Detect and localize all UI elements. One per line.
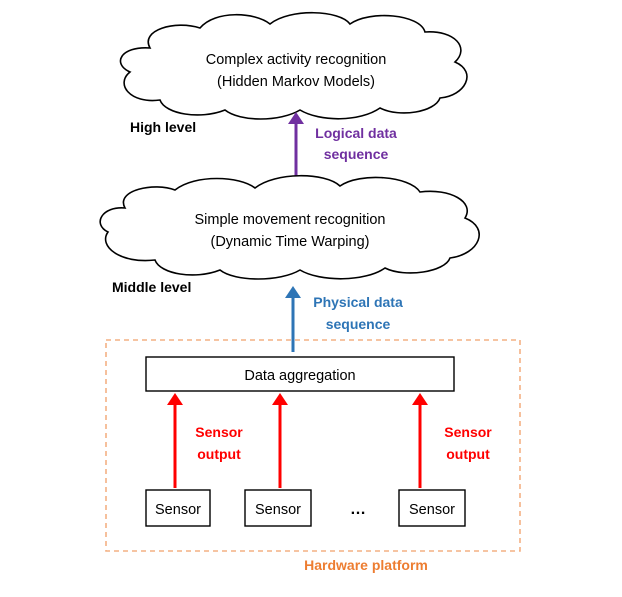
sensor-box-2 xyxy=(244,489,312,527)
logical-arrow-line1: Logical data xyxy=(315,125,397,141)
sensor-output-right-line2: output xyxy=(446,446,490,462)
physical-arrow-line2: sequence xyxy=(326,316,391,332)
hardware-platform-boundary xyxy=(105,339,521,552)
data-aggregation-label: Data aggregation xyxy=(244,368,355,384)
sensor-box-3-label: Sensor xyxy=(409,502,455,518)
middle-level-label: Middle level xyxy=(112,279,191,295)
sensor-output-right-line1: Sensor xyxy=(444,424,492,440)
sensor-output-left-line2: output xyxy=(197,446,241,462)
high-level-cloud-line1: Complex activity recognition xyxy=(206,52,387,68)
high-level-cloud-line2: (Hidden Markov Models) xyxy=(217,74,375,90)
data-aggregation-box xyxy=(145,356,455,392)
hardware-platform-label: Hardware platform xyxy=(304,557,428,573)
high-level-label: High level xyxy=(130,119,196,135)
high-level-cloud xyxy=(119,11,468,120)
middle-level-cloud xyxy=(99,174,480,280)
physical-arrowhead xyxy=(285,286,301,298)
middle-level-cloud-line1: Simple movement recognition xyxy=(194,212,385,228)
sensor-box-2-label: Sensor xyxy=(255,502,301,518)
sensor-output-left-line1: Sensor xyxy=(195,424,243,440)
sensor-arrowhead-1 xyxy=(167,393,183,405)
sensor-box-1 xyxy=(145,489,211,527)
logical-arrowhead xyxy=(288,112,304,124)
logical-arrow-line2: sequence xyxy=(324,146,389,162)
sensor-ellipsis: … xyxy=(350,501,366,518)
physical-arrow-line1: Physical data xyxy=(313,294,403,310)
middle-level-cloud-line2: (Dynamic Time Warping) xyxy=(211,234,370,250)
sensor-box-3 xyxy=(398,489,466,527)
sensor-arrowhead-2 xyxy=(272,393,288,405)
sensor-box-1-label: Sensor xyxy=(155,502,201,518)
sensor-arrowhead-3 xyxy=(412,393,428,405)
